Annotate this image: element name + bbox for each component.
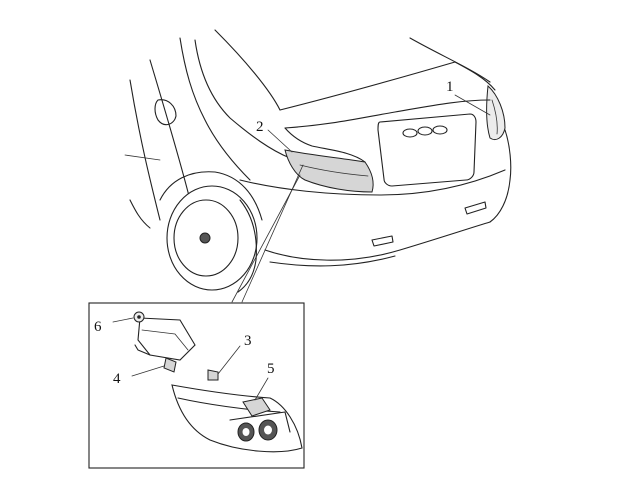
rim: [173, 199, 239, 277]
fuel-door: [154, 99, 177, 126]
callout-2: 2: [256, 119, 264, 135]
car-body: [124, 29, 512, 267]
roof-rear-line: [194, 39, 291, 159]
leader-5: [254, 377, 269, 401]
socket-plate: [229, 411, 291, 433]
bulb-hole-right-inner: [264, 425, 272, 435]
lamp-top-line: [284, 127, 366, 163]
trunk-right-corner: [454, 61, 496, 91]
callout-6: 6: [94, 319, 102, 335]
bracket-tab: [134, 344, 151, 356]
lower-valance: [269, 255, 396, 267]
callout-3: 3: [244, 333, 252, 349]
lamp-bracket: [137, 317, 196, 361]
fender-line: [149, 59, 191, 201]
left-lamp-divider: [299, 164, 369, 177]
leader-4: [131, 365, 165, 377]
bulb-hole-left-inner: [242, 428, 250, 436]
c-pillar-line: [179, 37, 251, 181]
bumper-reflector-left: [371, 235, 394, 247]
lamp-ridge: [177, 397, 281, 413]
callout-1: 1: [446, 79, 454, 95]
wheel-arch: [159, 171, 263, 221]
rear-screen-right: [409, 37, 491, 83]
leader-3: [217, 345, 241, 375]
leader-1: [454, 94, 491, 116]
license-plate-recess: [377, 113, 477, 187]
trunk-lid-edge: [284, 99, 491, 129]
leader-6: [112, 317, 134, 323]
exploded-tail-lamp: [112, 311, 303, 453]
bolt-4: [163, 357, 177, 373]
callout-5: 5: [267, 361, 275, 377]
side-skirt: [129, 199, 151, 229]
leader-2: [267, 129, 293, 153]
callout-4: 4: [113, 371, 121, 387]
inset-connector-b: [241, 164, 304, 303]
tire-sidewall: [237, 199, 257, 293]
tire: [166, 185, 258, 291]
bumper-bottom-line: [264, 221, 491, 261]
bumper-reflector-right: [464, 201, 487, 215]
right-lamp-inner: [491, 99, 498, 135]
bumper-top-line: [239, 169, 506, 196]
bracket-inner: [141, 329, 189, 351]
bumper-right-edge: [489, 129, 512, 223]
door-handle: [124, 154, 161, 161]
inset-connector-a: [231, 174, 301, 303]
trunk-top-line: [279, 61, 456, 111]
rear-wheel: [159, 171, 263, 293]
rear-window-edge: [214, 29, 281, 111]
nut-3: [207, 369, 219, 381]
trunk-badge: [402, 125, 448, 138]
screw-6-head: [137, 315, 141, 319]
rear-door-line: [129, 79, 161, 221]
wheel-hub: [199, 232, 211, 244]
